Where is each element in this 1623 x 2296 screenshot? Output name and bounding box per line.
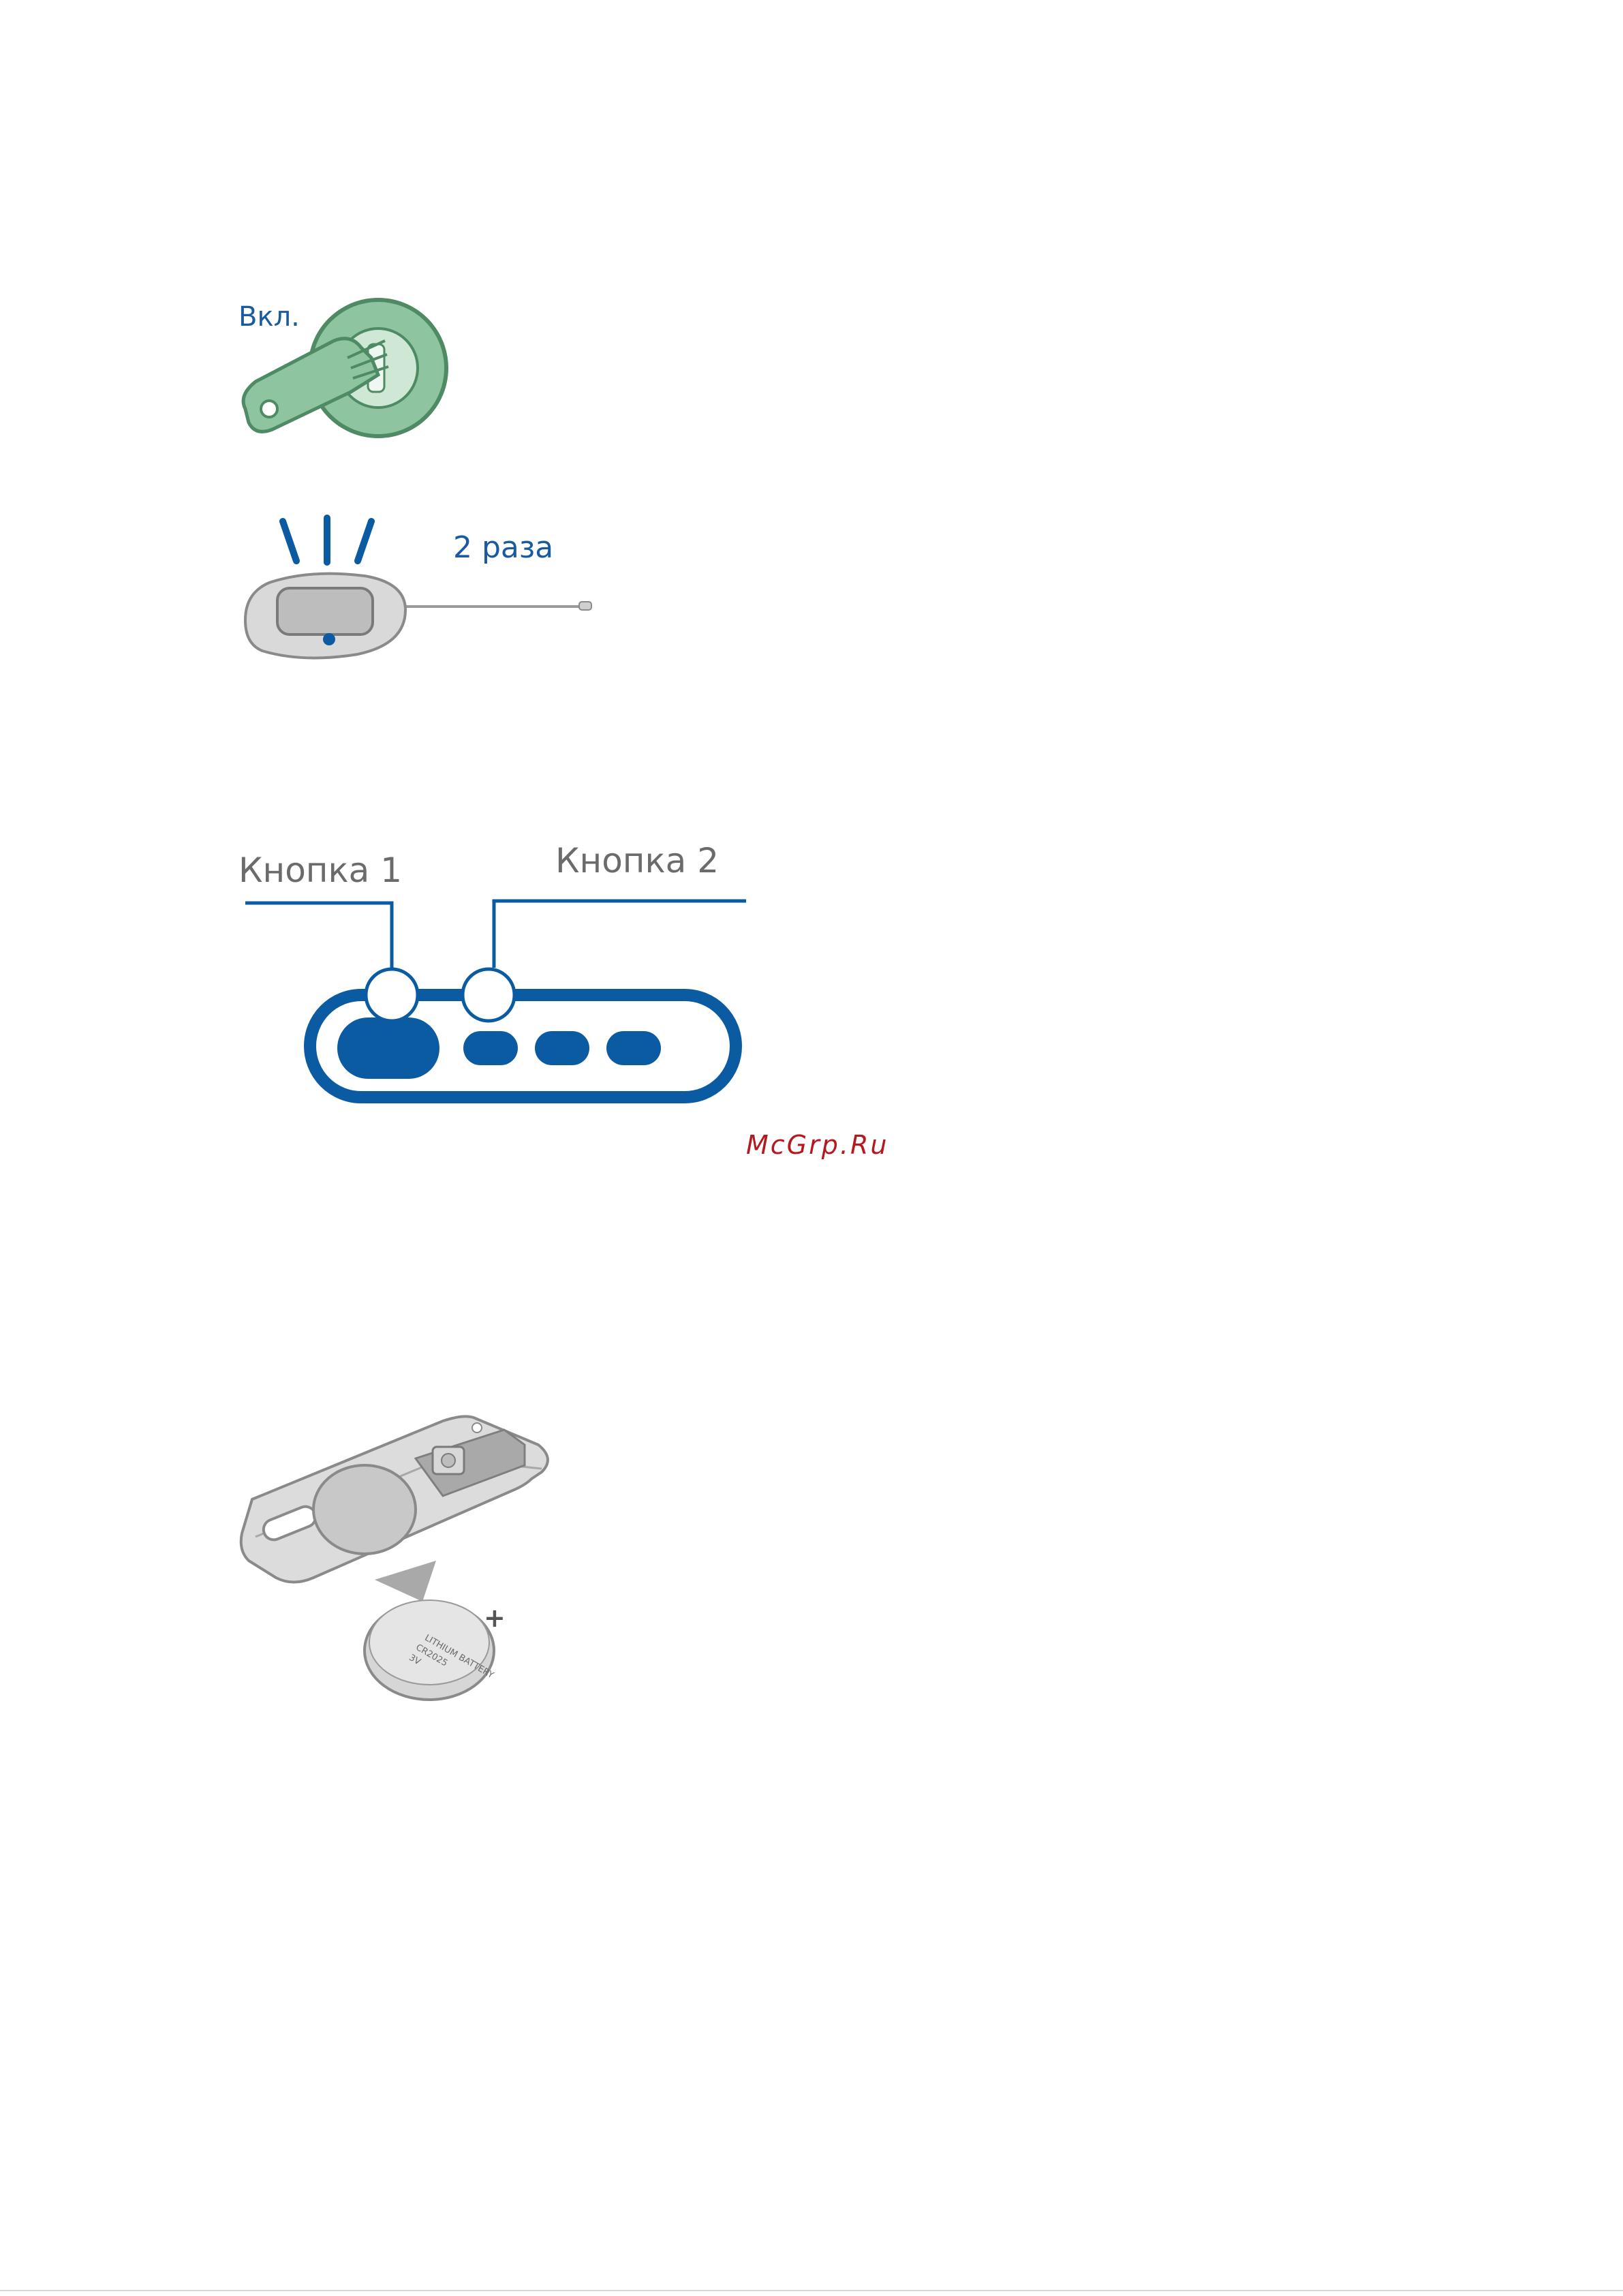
battery-replacement-icon: [238, 1404, 559, 1690]
button-1-label: Кнопка 1: [238, 851, 402, 890]
watermark: McGrp.Ru: [746, 1130, 888, 1160]
ignition-key-icon: [232, 293, 450, 450]
page-bottom-rule: [0, 2290, 1623, 2291]
blink-rays-icon: [276, 515, 378, 576]
button-layout-diagram: [242, 893, 760, 1111]
blink-count-label: 2 раза: [453, 530, 553, 565]
remote-fob-icon: [242, 569, 596, 664]
battery-plus-sign: +: [484, 1603, 506, 1633]
button-2-label: Кнопка 2: [555, 841, 719, 881]
